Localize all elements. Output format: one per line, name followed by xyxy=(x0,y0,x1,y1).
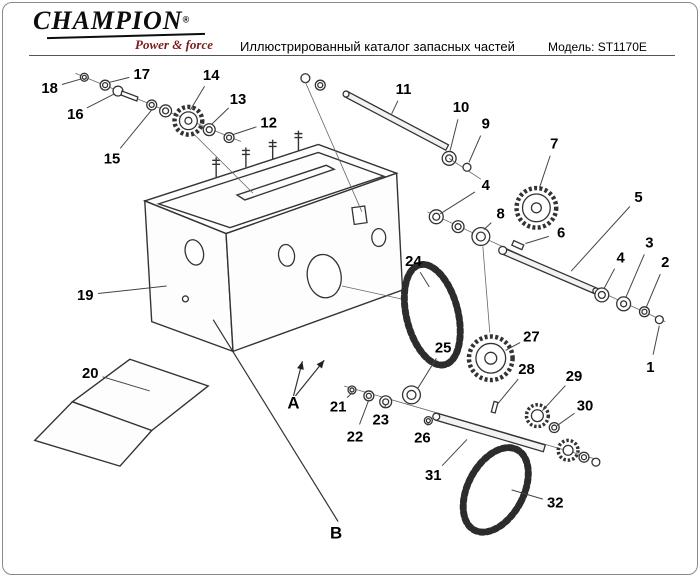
leader-line-31 xyxy=(441,439,468,467)
part-callout-19: 19 xyxy=(77,288,94,304)
leader-line-14 xyxy=(189,86,205,111)
leader-line-15 xyxy=(119,109,153,149)
chain24-art xyxy=(341,260,464,369)
logo-tagline: Power & force xyxy=(135,37,213,52)
parts-diagram: 1817161514131211109748653241241927252028… xyxy=(33,67,669,542)
logo-wordmark: CHAMPION® xyxy=(33,8,223,34)
part-callout-21: 21 xyxy=(330,400,347,416)
part-callout-31: 31 xyxy=(425,468,442,484)
part-callout-3: 3 xyxy=(645,235,653,251)
part-callout-11: 11 xyxy=(396,82,412,98)
leader-line-29 xyxy=(541,385,566,412)
sprocket7-art xyxy=(514,185,559,230)
part-callout-5: 5 xyxy=(634,190,642,206)
model-label: Модель: ST1170E xyxy=(548,40,647,54)
part-callout-20: 20 xyxy=(82,366,99,382)
leader-line-17 xyxy=(109,76,130,83)
leader-line-25 xyxy=(416,358,437,390)
view-marker-A: A xyxy=(287,394,299,413)
part-callout-18: 18 xyxy=(41,81,58,97)
leader-line-12 xyxy=(232,126,257,136)
part-callout-26: 26 xyxy=(414,430,431,446)
leader-line-30 xyxy=(556,412,575,426)
chain32-art xyxy=(459,444,532,536)
header: CHAMPION® Power & force Иллюстрированный… xyxy=(3,3,697,57)
leader-line-19 xyxy=(98,285,167,295)
logo-text: CHAMPION xyxy=(33,6,183,35)
upper-left-assembly-art xyxy=(75,72,254,194)
part-callout-15: 15 xyxy=(104,151,121,167)
part-callout-22: 22 xyxy=(347,429,364,445)
part-callout-7: 7 xyxy=(550,136,558,152)
leader-line-13 xyxy=(210,107,230,126)
part-callout-12: 12 xyxy=(260,116,277,132)
part-callout-17: 17 xyxy=(134,67,151,83)
part-callout-32: 32 xyxy=(547,496,564,512)
lower-assembly-art xyxy=(343,385,601,467)
part-callout-23: 23 xyxy=(372,413,389,429)
leader-line-27 xyxy=(505,342,521,351)
leader-line-11 xyxy=(391,100,399,115)
part-callout-16: 16 xyxy=(67,107,84,123)
leader-line-9 xyxy=(468,135,482,163)
part-callout-4: 4 xyxy=(482,178,491,194)
leader-line-6 xyxy=(525,235,549,244)
part-callout-14: 14 xyxy=(203,68,220,84)
leader-line-2 xyxy=(645,273,661,308)
part-callout-4: 4 xyxy=(617,250,626,266)
leader-line-22 xyxy=(359,399,370,425)
leader-line-1 xyxy=(652,325,660,355)
housing-art xyxy=(142,130,404,353)
leader-line-20 xyxy=(102,376,150,392)
part-callout-9: 9 xyxy=(482,117,490,133)
part-callout-13: 13 xyxy=(230,92,247,108)
champion-logo: CHAMPION® Power & force xyxy=(33,8,223,52)
header-divider xyxy=(29,55,675,56)
part-callout-8: 8 xyxy=(497,207,505,223)
leader-line-32 xyxy=(511,489,544,500)
rod-assembly-art xyxy=(300,73,482,212)
leader-line-18 xyxy=(61,78,81,85)
leader-line-7 xyxy=(538,155,551,189)
part-callout-6: 6 xyxy=(557,226,565,242)
leader-line-4 xyxy=(439,191,476,215)
upper-right-assembly-art xyxy=(427,209,666,325)
leader-line-4 xyxy=(603,268,616,290)
leader-line-5 xyxy=(570,206,631,272)
view-marker-art xyxy=(212,319,339,522)
sprocket27-art xyxy=(466,246,515,383)
panel-art xyxy=(33,358,210,467)
leader-line-28 xyxy=(497,378,519,405)
leader-line-23 xyxy=(384,404,387,408)
part-callout-30: 30 xyxy=(577,399,594,415)
part-callout-25: 25 xyxy=(435,340,452,356)
view-marker-B: B xyxy=(330,523,342,542)
leader-line-24 xyxy=(419,271,430,288)
leader-line-3 xyxy=(625,254,645,299)
part-callout-24: 24 xyxy=(405,254,422,270)
part-callout-2: 2 xyxy=(661,255,669,271)
part-callout-27: 27 xyxy=(523,329,540,345)
leader-line-21 xyxy=(346,392,353,399)
part-callout-1: 1 xyxy=(646,360,654,376)
part-callout-10: 10 xyxy=(453,100,470,116)
leader-line-26 xyxy=(426,422,429,426)
part-callout-28: 28 xyxy=(518,362,535,378)
leader-line-10 xyxy=(449,119,459,151)
leader-line-8 xyxy=(483,222,492,230)
registered-trademark-icon: ® xyxy=(182,14,190,25)
leader-line-16 xyxy=(86,93,115,109)
catalog-title: Иллюстрированный каталог запасных частей xyxy=(240,39,515,54)
part-callout-29: 29 xyxy=(566,369,583,385)
